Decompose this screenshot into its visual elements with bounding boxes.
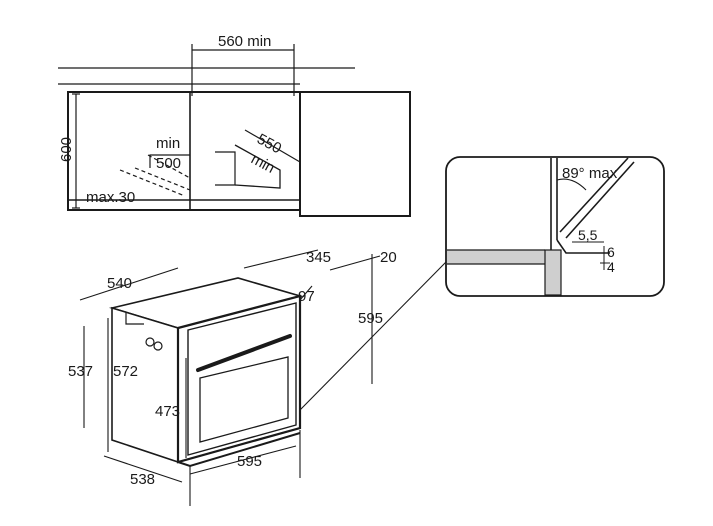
oven-side bbox=[111, 306, 179, 464]
detail-dim-5-5: 5,5 bbox=[578, 227, 598, 243]
cabinet-door bbox=[299, 91, 411, 217]
detail-callout bbox=[445, 156, 665, 297]
dim-line-345 bbox=[243, 249, 319, 269]
counter-band bbox=[447, 250, 545, 264]
oven-front bbox=[176, 294, 302, 464]
max-label: max.30 bbox=[86, 189, 135, 206]
cabinet-drawing bbox=[58, 44, 411, 217]
side-bracket bbox=[125, 312, 144, 325]
door-height-label-473: 473 bbox=[155, 403, 180, 420]
width-label: 560 min bbox=[218, 33, 271, 50]
side-fitting bbox=[153, 341, 163, 351]
detail-leader-line bbox=[299, 261, 447, 411]
side-fitting bbox=[145, 337, 155, 347]
vent-opening bbox=[215, 151, 236, 186]
oven-handle bbox=[196, 334, 292, 372]
depth-label-345: 345 bbox=[306, 249, 331, 266]
inner-height-label-572: 572 bbox=[113, 363, 138, 380]
oven-door bbox=[187, 302, 297, 456]
oven-window bbox=[199, 356, 289, 443]
door-open bbox=[565, 161, 635, 239]
gap-label-97: 97 bbox=[298, 288, 315, 305]
oven-drawing bbox=[79, 249, 447, 506]
side-height-label-537: 537 bbox=[68, 363, 93, 380]
vent-dashed-line bbox=[119, 169, 186, 197]
dim-line-595-h bbox=[189, 445, 297, 475]
depth-label-540: 540 bbox=[107, 275, 132, 292]
niche-back-edge bbox=[234, 144, 281, 189]
angle-arc bbox=[556, 178, 587, 191]
vent-dashed-line bbox=[147, 154, 191, 179]
bottom-depth-label-538: 538 bbox=[130, 471, 155, 488]
dim-line bbox=[149, 154, 190, 168]
vent-dashed-line bbox=[134, 167, 191, 191]
dim-line-97 bbox=[299, 285, 313, 301]
door-open bbox=[559, 157, 629, 233]
detail-dim-6: 6 bbox=[607, 244, 615, 260]
cabinet-post bbox=[544, 249, 562, 296]
vent-label-min: min bbox=[156, 135, 180, 152]
height-label-595: 595 bbox=[358, 310, 383, 327]
dim-line-540 bbox=[79, 267, 179, 301]
panel-bottom bbox=[556, 239, 610, 254]
panel-label-20: 20 bbox=[380, 249, 397, 266]
vent-label-500: 500 bbox=[156, 155, 181, 172]
angle-label: 89° max bbox=[562, 165, 618, 182]
dim-line-538 bbox=[103, 455, 183, 483]
dim-line bbox=[244, 129, 301, 163]
width-label-595: 595 bbox=[237, 453, 262, 470]
cabinet-niche bbox=[67, 91, 301, 211]
detail-dim-4: 4 bbox=[607, 259, 615, 275]
height-label: 600 bbox=[58, 137, 75, 162]
